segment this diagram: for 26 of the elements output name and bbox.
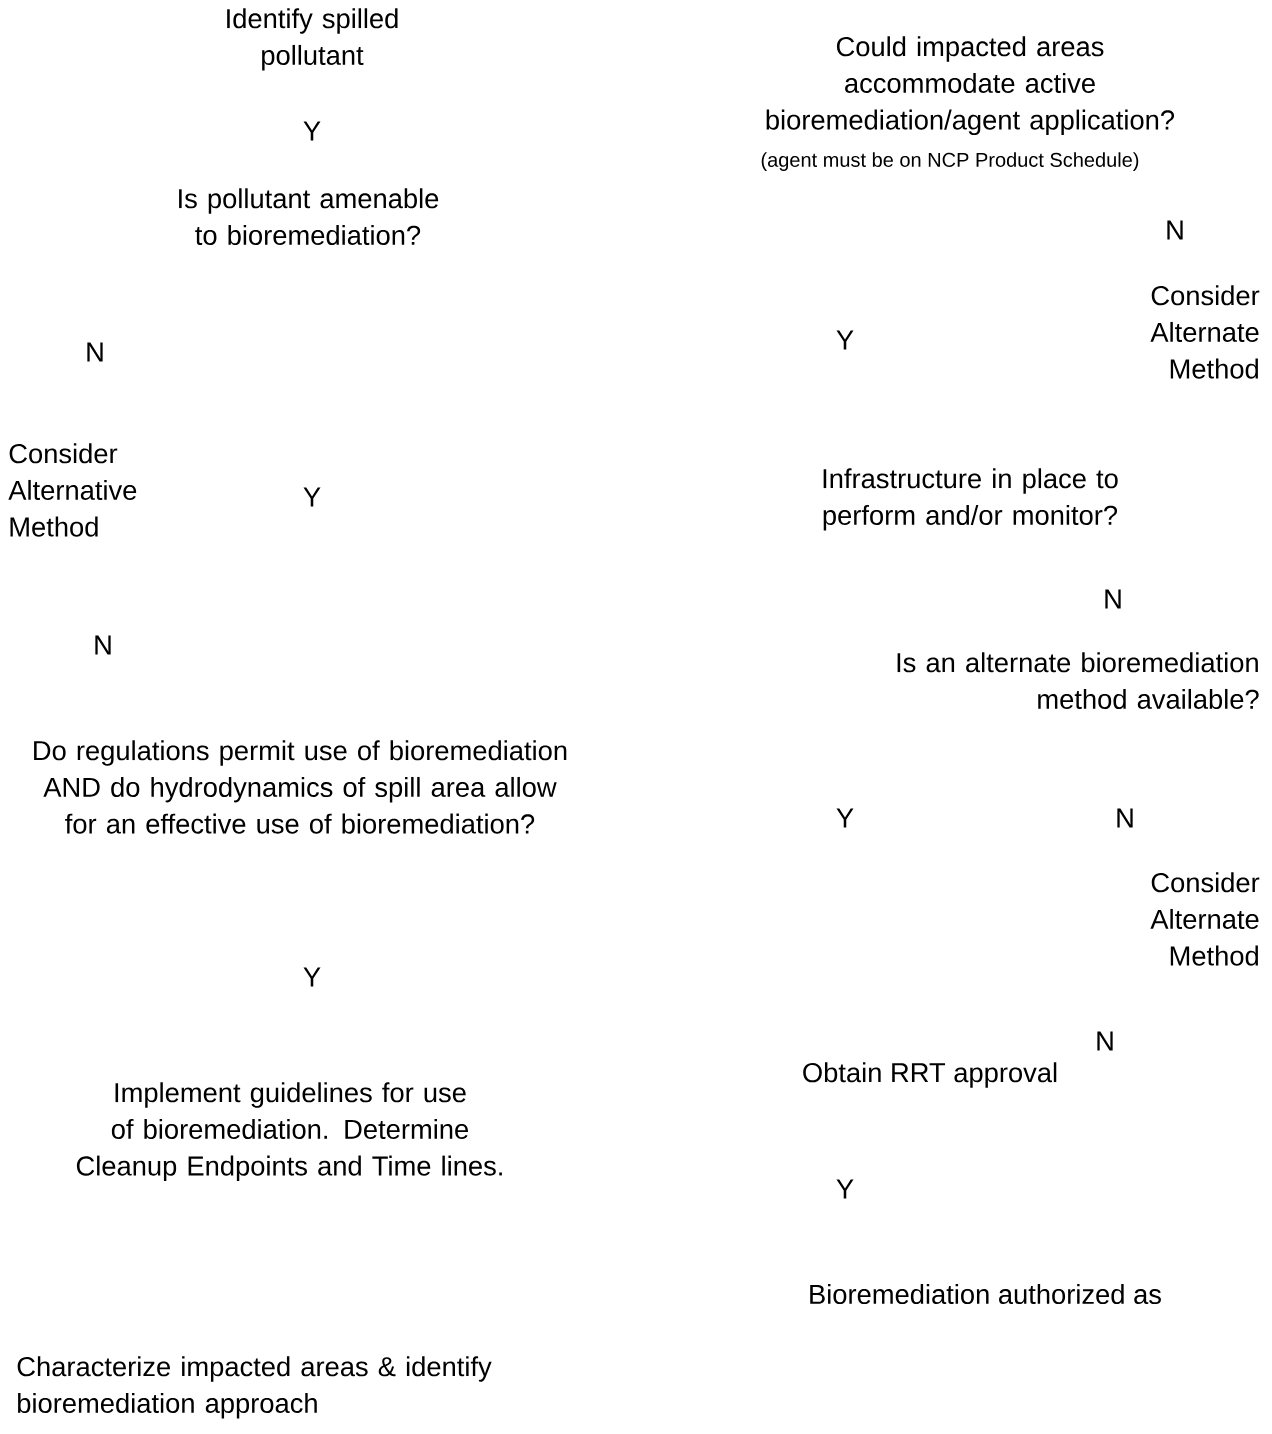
question-text: Is pollutant amenable to bioremediation?	[179, 188, 439, 245]
branch-label: N	[1105, 589, 1121, 609]
step-text: Characterize impacted areas & identify bioremediation approach	[17, 1356, 492, 1419]
step-text: Bioremediation authorized as	[810, 1284, 1161, 1305]
step-text: Obtain RRT approval	[803, 1062, 1057, 1088]
question-text: Is an alternate bioremediation method available?	[897, 652, 1259, 709]
branch-label: Y	[836, 1179, 854, 1199]
step-text: Consider Alternate Method	[1150, 285, 1260, 379]
step-text: Identify spilled pollutant	[227, 8, 398, 71]
question-text: Could impacted areas accommodate active bioremediation/agent application?	[766, 36, 1175, 136]
step-text: Consider Alternative Method	[8, 443, 137, 537]
branch-label: N	[87, 342, 103, 362]
branch-label: N	[95, 635, 111, 655]
step-text: Implement guidelines for use of bioremediation. Determine Cleanup Endpoints and Time lines.	[76, 1082, 502, 1182]
branch-label: Y	[303, 487, 321, 507]
branch-label: Y	[836, 330, 854, 350]
question-text: Do regulations permit use of bioremediation AND do hydrodynamics of spill area allow for an effective use of bioremediation?	[34, 740, 567, 834]
branch-label: N	[1097, 1031, 1113, 1051]
branch-label: Y	[303, 121, 321, 141]
branch-label: N	[1117, 808, 1133, 828]
branch-label: Y	[303, 967, 321, 987]
branch-label: N	[1167, 220, 1183, 240]
step-text: Consider Alternate Method	[1150, 872, 1260, 966]
question-text: Infrastructure in place to perform and/or monitor?	[823, 468, 1118, 531]
branch-label: Y	[836, 808, 854, 828]
note-text: (agent must be on NCP Product Schedule)	[761, 152, 1139, 171]
